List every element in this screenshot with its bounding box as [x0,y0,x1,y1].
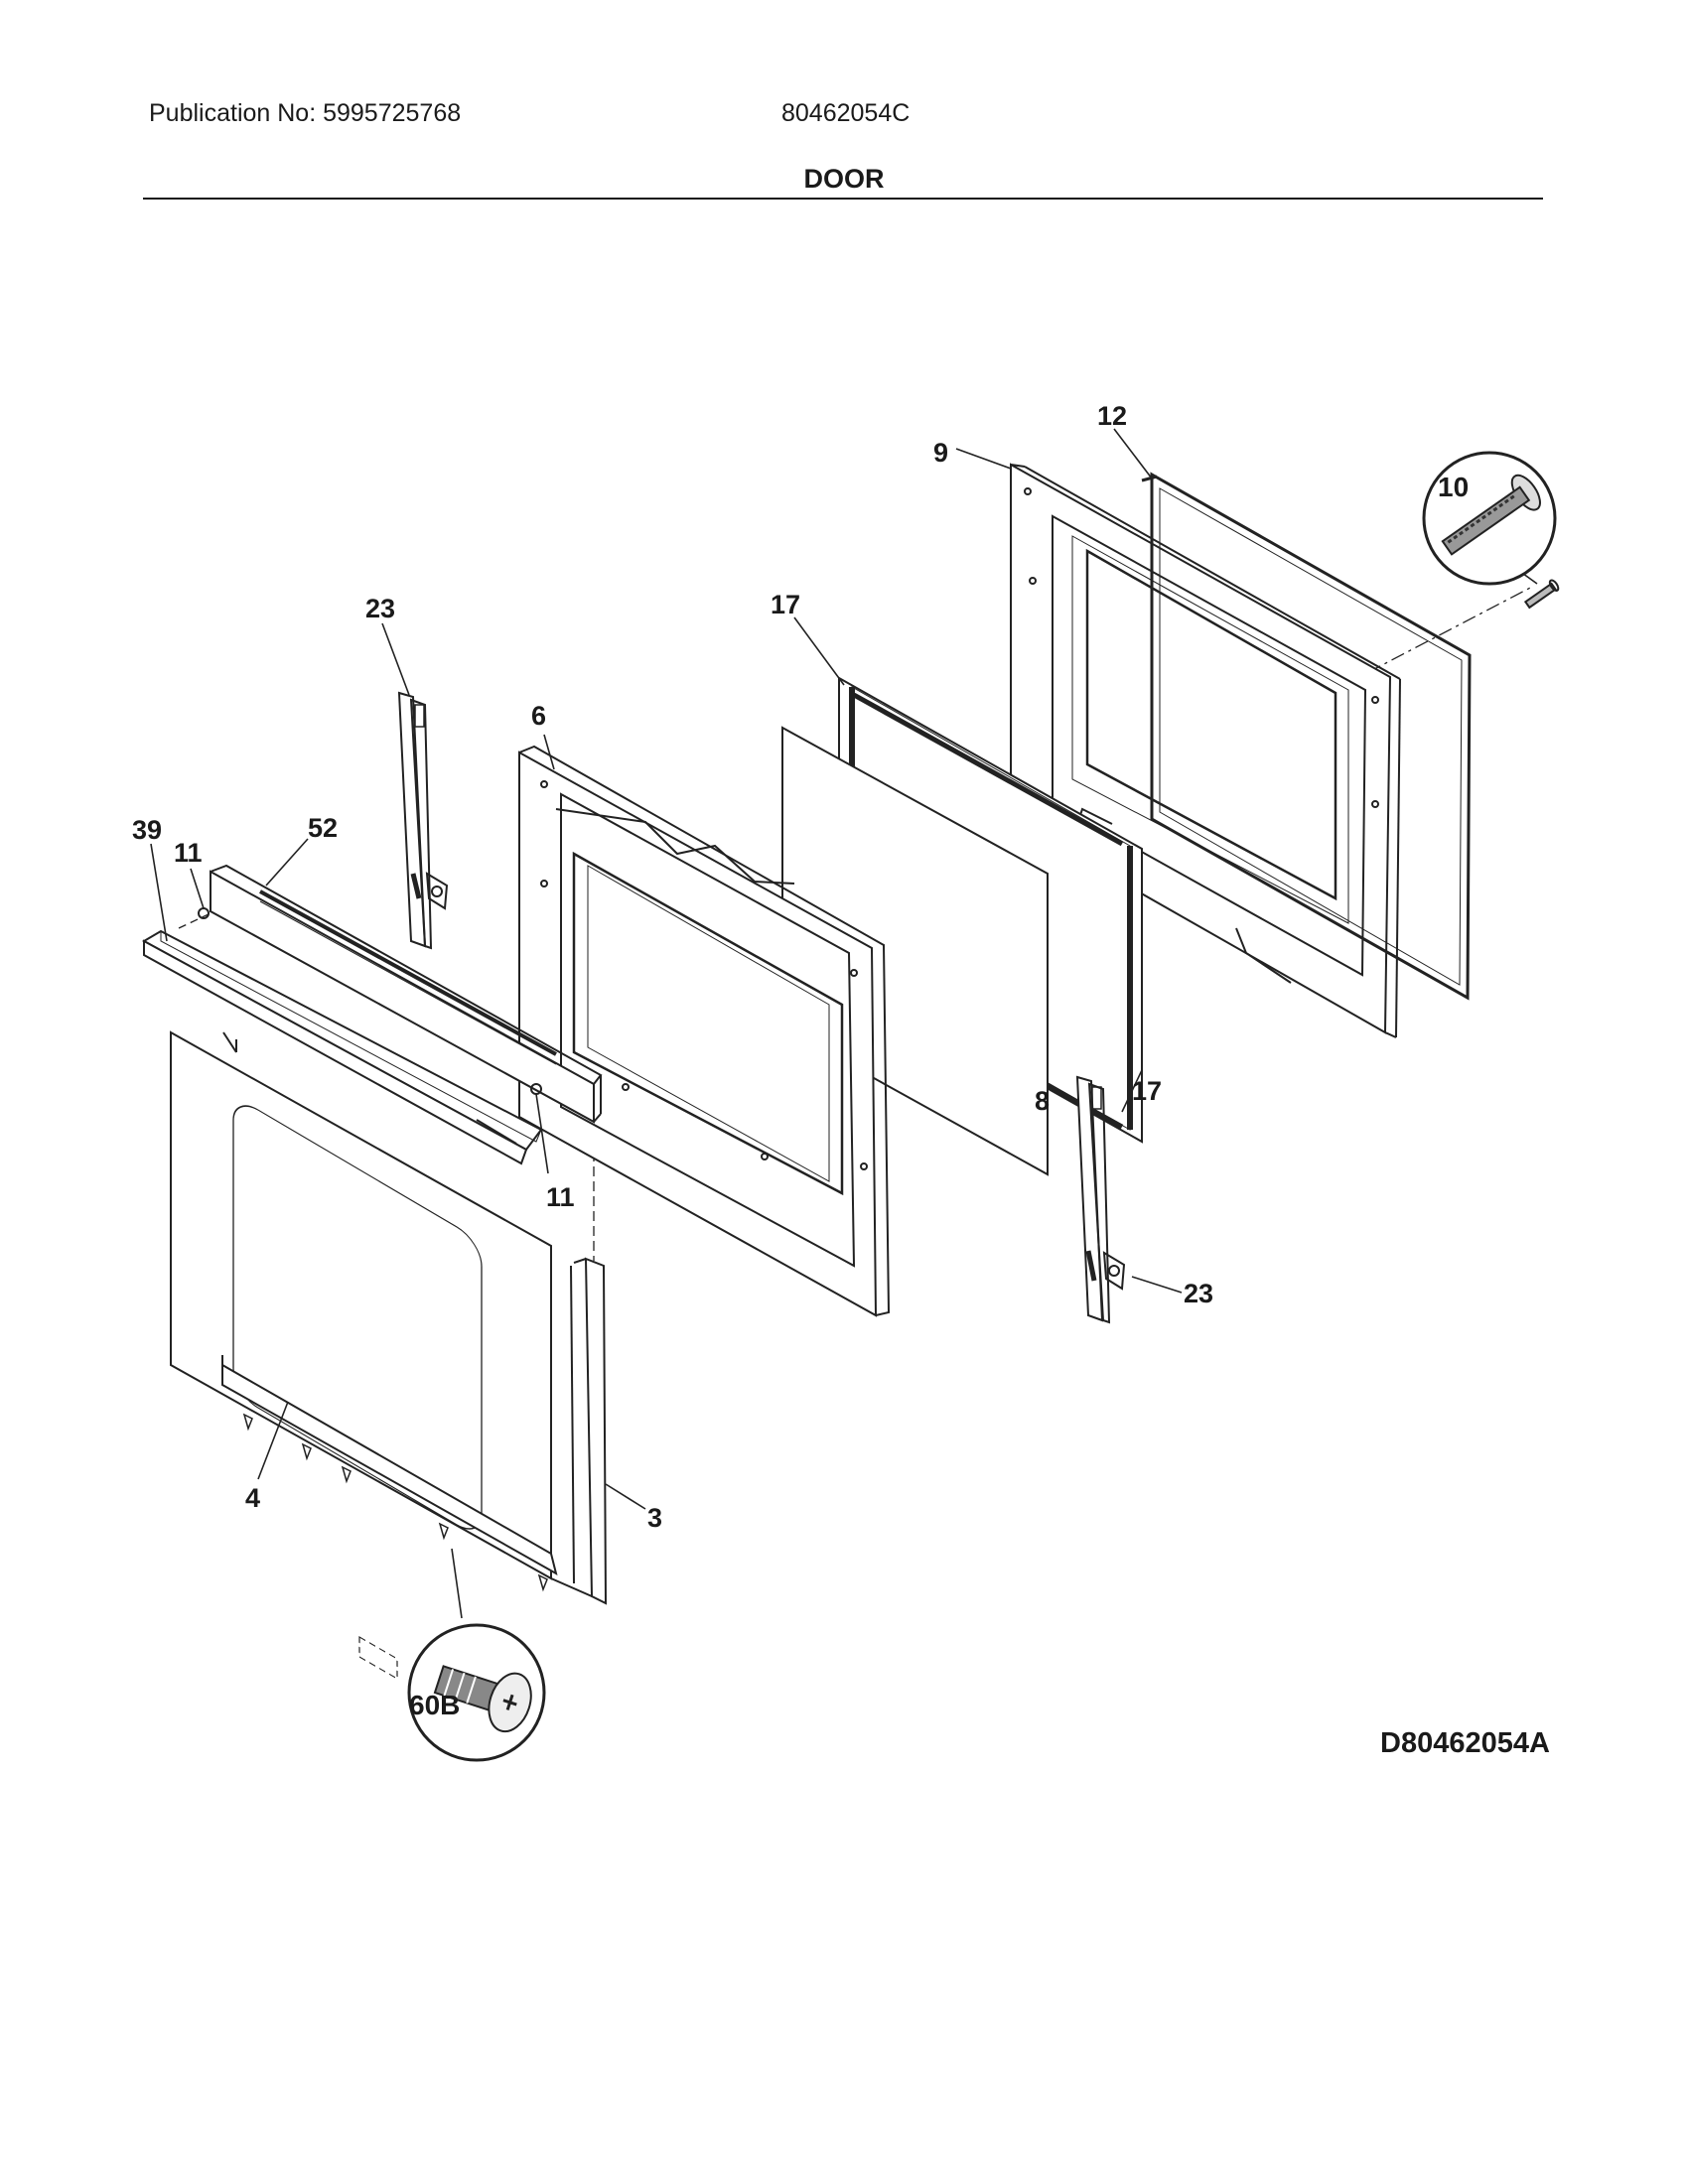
callout-52: 52 [308,813,338,843]
hinge-lower [1075,1075,1126,1324]
callout-11-left: 11 [174,838,203,868]
door-frame [518,745,891,1317]
zoom-circle-part-10 [1422,451,1560,610]
section-title: DOOR [803,164,885,194]
assembly-line-left [178,912,211,929]
callout-60b: 60B [409,1690,460,1720]
callout-10: 10 [1438,472,1469,502]
callout-11-right: 11 [546,1182,575,1212]
callout-6: 6 [531,701,546,731]
bottom-trim [221,1355,558,1680]
door-gasket [1141,472,1472,1001]
callout-3: 3 [647,1503,662,1533]
model-number: 80462054C [781,99,911,127]
outer-door-panel [170,1030,608,1605]
callout-labels: 9 12 10 23 17 6 39 11 52 11 8 17 23 4 3 … [132,401,1469,1720]
callout-12: 12 [1097,401,1127,431]
callout-17-lower: 17 [1132,1076,1162,1106]
publication-number: Publication No: 5995725768 [149,99,462,127]
handle-channel [210,864,603,1124]
bottom-screws [242,1413,548,1592]
leader-lines [150,428,1538,1619]
callout-9: 9 [933,438,948,468]
callout-39: 39 [132,815,162,845]
door-handle [141,929,543,1165]
callout-23-upper: 23 [365,594,395,623]
callout-8: 8 [1035,1086,1050,1116]
diagram-code: D80462054A [1380,1727,1550,1759]
callout-17-upper: 17 [771,590,800,619]
header-divider [143,198,1543,200]
zoom-circle-part-60b [407,1623,546,1762]
callout-4: 4 [245,1483,260,1513]
callout-23-lower: 23 [1184,1279,1213,1308]
hinge-upper [397,691,449,950]
